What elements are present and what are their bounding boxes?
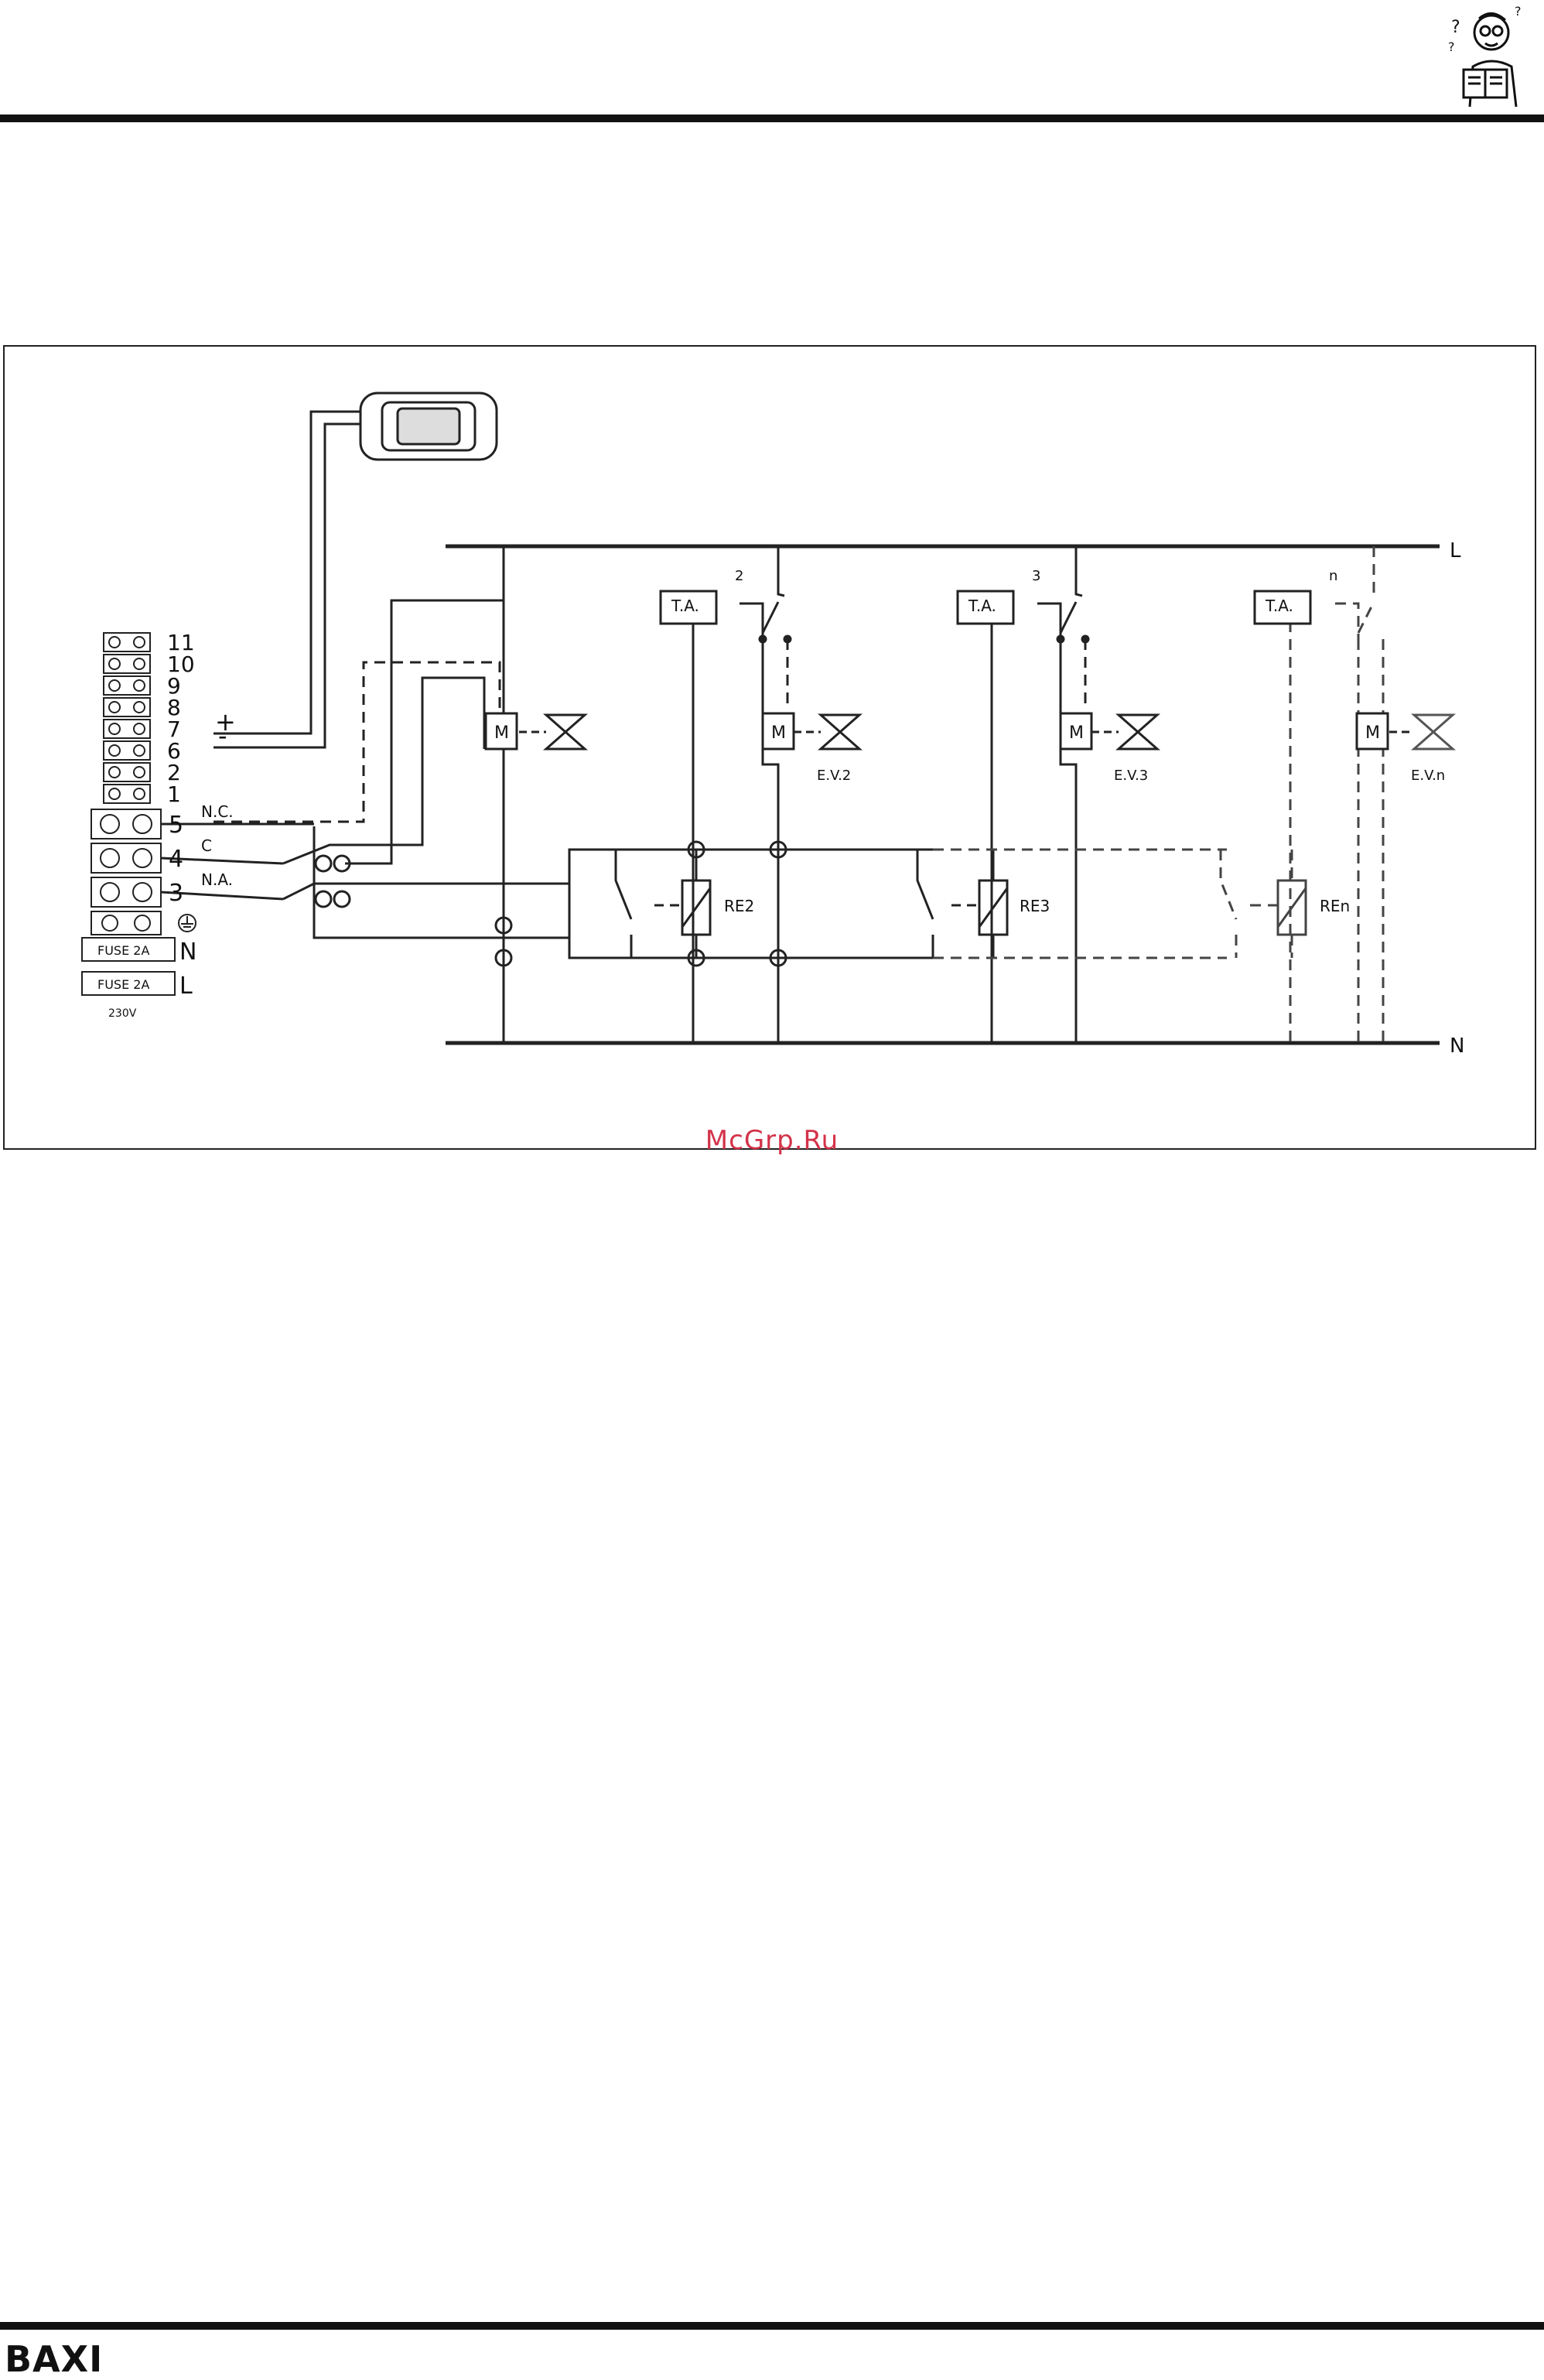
controller-wire-plus xyxy=(213,412,360,733)
pump-valve-icon xyxy=(546,715,585,749)
zone-n-valve: E.V.n xyxy=(1411,768,1445,784)
terminal-3: 3 xyxy=(169,880,183,907)
zone-2-valve: E.V.2 xyxy=(817,768,851,784)
valve-2-icon xyxy=(821,715,859,749)
zone-3-thermostat: T.A. xyxy=(968,597,996,615)
zone-n-motor: M xyxy=(1365,723,1380,743)
zone-2-relay: RE2 xyxy=(724,897,754,915)
contact-na-label: N.A. xyxy=(201,870,233,889)
fuse-label-1: FUSE 2A xyxy=(97,943,149,958)
zone-n-relay: REn xyxy=(1320,897,1350,915)
contact-nc-label: N.C. xyxy=(201,802,234,821)
zone-2-thermostat: T.A. xyxy=(671,597,699,615)
line-label: L xyxy=(179,973,193,1000)
svg-text:?: ? xyxy=(1451,18,1460,37)
terminal-5: 5 xyxy=(169,812,183,839)
baxi-logo: BAXI xyxy=(5,2338,103,2380)
contact-c-label: C xyxy=(201,836,212,855)
polarity-minus: - xyxy=(218,721,227,751)
bus-label-L: L xyxy=(1450,539,1461,563)
remote-controller-icon xyxy=(360,393,497,460)
valve-3-icon xyxy=(1119,715,1157,749)
zone-n-thermostat: T.A. xyxy=(1265,597,1293,615)
terminal-4: 4 xyxy=(169,846,183,873)
fuse-label-2: FUSE 2A xyxy=(97,977,149,992)
zone-2-number: 2 xyxy=(735,568,743,584)
pump-motor-label: M xyxy=(494,723,509,743)
earth-ground-icon xyxy=(179,915,196,932)
zone-2-motor: M xyxy=(771,723,786,743)
reading-man-icon: ? ? ? xyxy=(1447,5,1532,108)
zone-3-number: 3 xyxy=(1032,568,1040,584)
zone-n-number: n xyxy=(1329,568,1337,584)
zone-3-relay: RE3 xyxy=(1020,897,1050,915)
valve-n-icon xyxy=(1414,715,1453,749)
wiring-diagram: L N 11 10 9 8 7 6 2 1 5 4 3 + - N.C. C N… xyxy=(3,345,1536,1150)
header-rule xyxy=(0,115,1544,122)
svg-text:?: ? xyxy=(1448,39,1455,54)
footer-rule xyxy=(0,2322,1544,2330)
svg-text:?: ? xyxy=(1515,5,1522,19)
zone-3-motor: M xyxy=(1069,723,1084,743)
zone-3-valve: E.V.3 xyxy=(1114,768,1148,784)
controller-wire-minus xyxy=(213,424,360,747)
voltage-label: 230V xyxy=(108,1007,137,1020)
watermark[interactable]: McGrp.Ru xyxy=(0,1125,1544,1156)
neutral-label: N xyxy=(179,939,196,966)
bus-label-N: N xyxy=(1450,1034,1464,1058)
terminal-1: 1 xyxy=(167,781,181,807)
